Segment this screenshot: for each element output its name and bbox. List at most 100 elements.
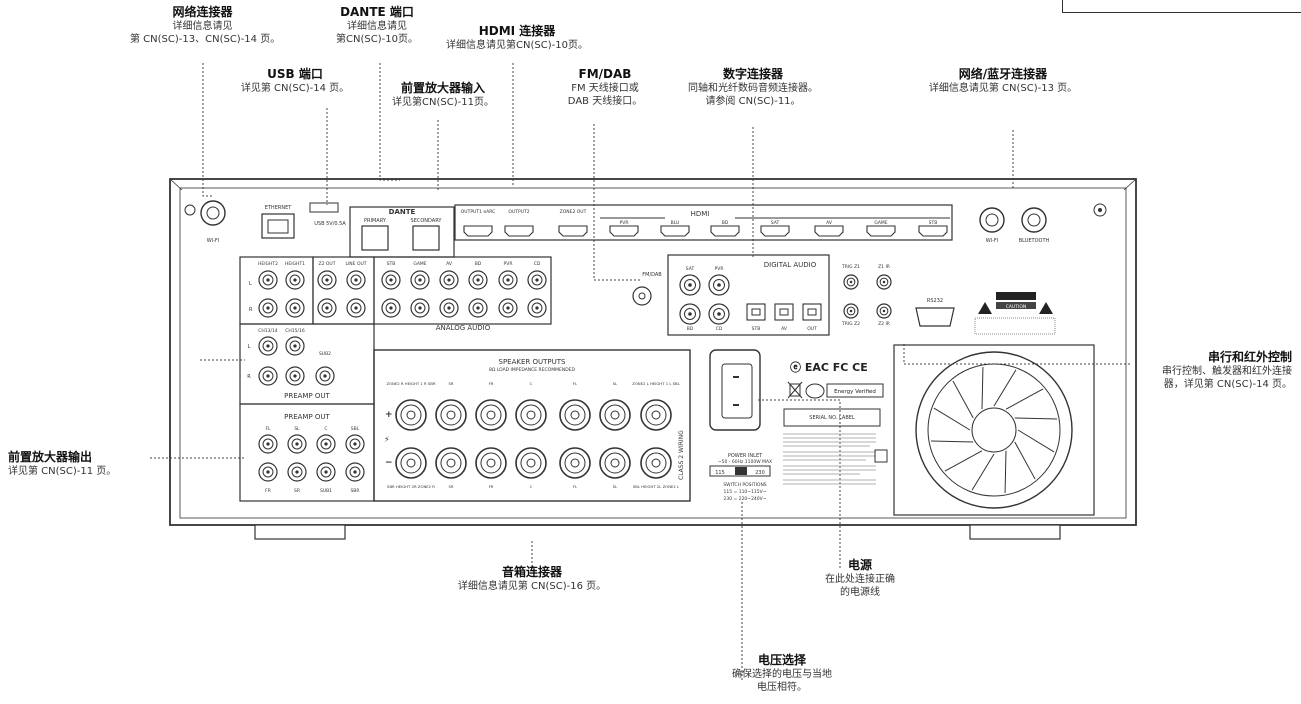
volt-230-label: 230 xyxy=(755,470,765,476)
hdmi-port-7: SAT xyxy=(760,220,790,237)
bluetooth-antenna xyxy=(1021,207,1047,233)
rca-jack-r-3-inner xyxy=(321,302,333,314)
rca-label-1: HEIGHT2 xyxy=(258,261,278,267)
rca-jack-r-9-pin xyxy=(506,306,510,310)
rca-jack-r-10-inner xyxy=(531,302,543,314)
rca-jack-r-8 xyxy=(468,298,488,318)
trig-label-1: TRIG Z1 xyxy=(841,264,860,270)
rca-jack-r-7-inner xyxy=(443,302,455,314)
ethernet-label: ETHERNET xyxy=(265,205,293,211)
trig-jack-1-pin xyxy=(849,280,853,284)
speaker-post-neg-2 xyxy=(435,447,467,479)
speaker-post-pos-1 xyxy=(395,399,427,431)
callout-dante-title: DANTE 端口 xyxy=(340,5,414,19)
usb-port xyxy=(309,202,339,213)
rca-jack-l-1 xyxy=(258,270,278,290)
preamp-bottom-jack-bottom-1-inner xyxy=(262,466,274,478)
speaker-outputs-title: SPEAKER OUTPUTS xyxy=(499,358,567,366)
callout-preamp-in-title: 前置放大器输入 xyxy=(400,81,485,95)
preamp-bottom-jack-top-3-inner xyxy=(320,438,332,450)
recycle-icon xyxy=(787,381,803,399)
callout-power-line-2: 的电源线 xyxy=(840,587,880,598)
hdmi-port-8: AV xyxy=(814,220,844,237)
coax-jack-1 xyxy=(679,274,701,296)
speaker-post-pos-3-hole xyxy=(486,410,496,420)
callout-network: 网络连接器 详细信息请见 第 CN(SC)-13、CN(SC)-14 页。 xyxy=(130,6,280,46)
hdmi-socket-2 xyxy=(504,225,534,237)
speaker-label-top-1: ZONE2 R HEIGHT 1 R SBR xyxy=(386,381,435,386)
preamp-mid-jack-2-pin xyxy=(293,344,297,348)
callout-preamp-out: 前置放大器输出 详见第 CN(SC)-11 页。 xyxy=(8,451,148,478)
rca-jack-r-9-inner xyxy=(502,302,514,314)
speaker-post-pos-4-ring xyxy=(520,404,542,426)
fm-dab-label: FM/DAB xyxy=(642,272,662,278)
rca-jack-r-3-pin xyxy=(325,306,329,310)
rca-label-9: PVR xyxy=(504,261,513,267)
analog-audio-label: ANALOG AUDIO xyxy=(436,324,491,332)
rca-label-8: BD xyxy=(475,261,482,267)
speaker-post-pos-4 xyxy=(515,399,547,431)
speaker-post-pos-5-ring xyxy=(564,404,586,426)
optical-port-1 xyxy=(746,303,766,321)
speaker-post-neg-4-ring xyxy=(520,452,542,474)
callout-dante-line-1: 详细信息请见 xyxy=(347,21,407,32)
usb-label: USB 5V/0.5A xyxy=(314,221,346,227)
speaker-post-pos-4-hole xyxy=(526,410,536,420)
preamp-bottom-jack-bottom-3 xyxy=(316,462,336,482)
hdmi-socket-7 xyxy=(760,225,790,237)
rca-jack-l-9-inner xyxy=(502,274,514,286)
speaker-outputs-frame xyxy=(373,349,691,502)
speaker-post-neg-2-hole xyxy=(446,458,456,468)
coax-jack-2-inner xyxy=(713,279,725,291)
rca-jack-r-6-inner xyxy=(414,302,426,314)
callout-digital-line-2: 请参阅 CN(SC)-11。 xyxy=(705,96,801,107)
hdmi-port-label-1: OUTPUT1 eARC xyxy=(461,209,496,215)
speaker-post-neg-4-hole xyxy=(526,458,536,468)
rca-l-label: L xyxy=(249,281,252,287)
voltage-selector-switch xyxy=(709,465,771,477)
zone-line-block xyxy=(312,256,375,325)
trig-jack-2 xyxy=(876,274,892,290)
speaker-label-top-5: FL xyxy=(573,381,578,386)
speaker-label-top-7: ZONE2 L HEIGHT 1 L SBL xyxy=(632,381,680,386)
rca-r-label: R xyxy=(249,307,253,313)
speaker-label-bottom-7: SBL HEIGHT 2L ZONE2 L xyxy=(633,484,680,489)
hdmi-frame xyxy=(454,204,953,241)
rca-jack-l-7-pin xyxy=(447,278,451,282)
fan-blade-2 xyxy=(1014,441,1036,480)
preamp-bottom-jack-bottom-2-pin xyxy=(295,470,299,474)
preamp-mid-jack-5 xyxy=(315,366,335,386)
hdmi-port-label-5: BLU xyxy=(671,220,680,226)
speaker-post-neg-7 xyxy=(640,447,672,479)
preamp-mid-jack-3-pin xyxy=(266,374,270,378)
wifi-left-label: WI-FI xyxy=(207,238,220,244)
switch-positions-1: 115 = 110~115V~ xyxy=(723,489,766,495)
trig-label-3: TRIG Z2 xyxy=(841,321,860,327)
digital-audio-frame xyxy=(667,254,830,336)
preamp-mid-jack-3 xyxy=(258,366,278,386)
rca-jack-l-6-inner xyxy=(414,274,426,286)
preamp-mid-jack-1 xyxy=(258,336,278,356)
rca-jack-l-4 xyxy=(346,270,366,290)
rca-jack-l-1-pin xyxy=(266,278,270,282)
callout-speaker: 音箱连接器 详细信息请见第 CN(SC)-16 页。 xyxy=(442,566,622,593)
preamp-bottom-jack-top-4 xyxy=(345,434,365,454)
dante-primary-port xyxy=(361,225,389,251)
fan-blade-7 xyxy=(933,407,971,431)
speaker-post-neg-7-ring xyxy=(645,452,667,474)
hdmi-port-label-8: AV xyxy=(826,220,833,226)
hdmi-socket-4 xyxy=(609,225,639,237)
speaker-label-bottom-1: SBR HEIGHT 2R ZONE2 R xyxy=(387,484,435,489)
speaker-post-neg-5 xyxy=(559,447,591,479)
speaker-post-neg-2-ring xyxy=(440,452,462,474)
rca-jack-r-6 xyxy=(410,298,430,318)
callout-digital-title: 数字连接器 xyxy=(722,67,783,81)
trig-label-4: Z2 IR xyxy=(878,321,890,327)
speaker-post-neg-4 xyxy=(515,447,547,479)
callout-usb-line-1: 详见第 CN(SC)-14 页。 xyxy=(240,83,350,94)
speaker-post-pos-7 xyxy=(640,399,672,431)
fm-dab-connector xyxy=(632,286,652,306)
